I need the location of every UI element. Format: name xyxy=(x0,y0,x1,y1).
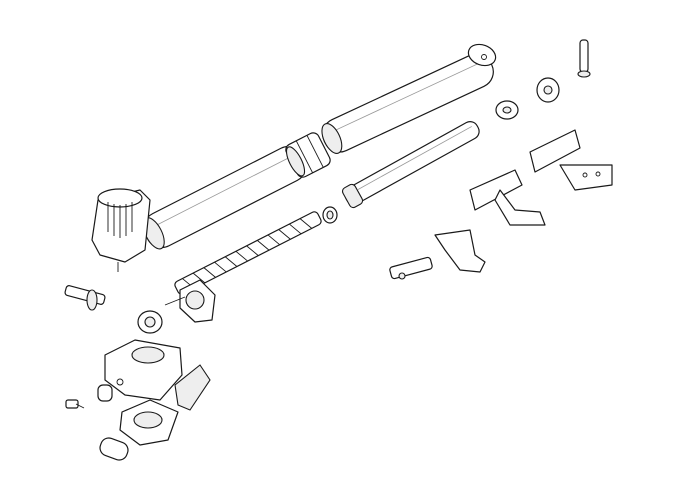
small-screw xyxy=(65,399,85,409)
bushing xyxy=(322,206,338,224)
rear-bracket-plate xyxy=(529,129,613,191)
front-bracket xyxy=(469,169,546,226)
upper-tube xyxy=(321,53,494,154)
lower-bracket xyxy=(434,229,486,273)
end-cap xyxy=(467,43,497,67)
gearbox-lower-cover xyxy=(119,399,179,446)
lower-tube xyxy=(142,145,307,250)
bearing-block xyxy=(164,279,216,323)
lead-screw xyxy=(174,211,322,295)
rod-nut xyxy=(495,100,519,120)
gearbox-body xyxy=(104,339,183,401)
release-knob xyxy=(97,384,113,402)
fork-clevis xyxy=(389,256,433,280)
rod-end-fitting xyxy=(536,77,560,103)
capacitor xyxy=(99,437,129,461)
motor-housing xyxy=(91,188,151,272)
push-rod xyxy=(341,121,480,209)
gear xyxy=(137,310,163,334)
pivot-pin xyxy=(64,285,106,311)
fork-pin xyxy=(577,39,591,78)
side-cover xyxy=(174,364,211,411)
tube-coupling xyxy=(285,132,331,178)
